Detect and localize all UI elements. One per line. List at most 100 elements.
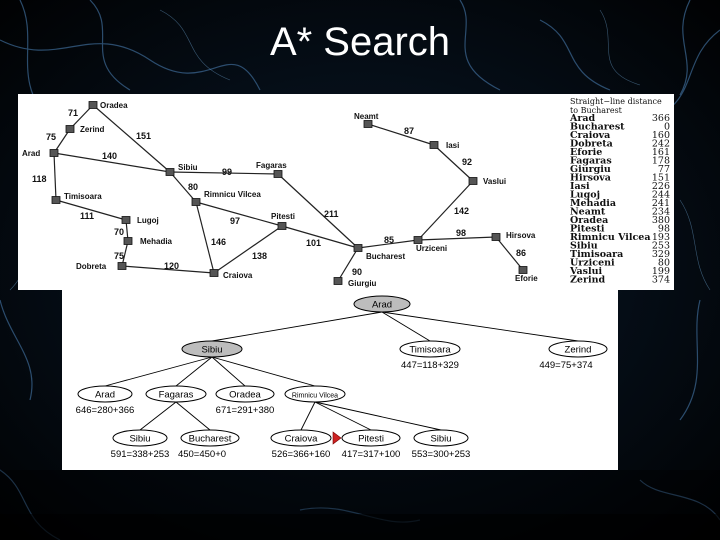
road-dobreta-craiova [121,265,215,274]
road-distance-label: 118 [32,174,47,184]
road-vaslui-urziceni [417,180,474,241]
table-city: Mehadia [570,198,616,209]
tree-node-label: Arad [95,389,115,400]
tree-node-f-value: 526=366+160 [272,449,331,460]
tree-node-ellipse [180,429,240,447]
tree-edge [314,401,442,431]
road-oradea-zerind [69,104,94,130]
tree-node-label: Arad [372,299,392,310]
tree-node-f-value: 671=291+380 [216,405,275,416]
road-craiova-pitesti [213,225,283,274]
slide-title: A* Search [269,20,451,64]
tree-node-label: Zerind [565,344,592,355]
table-distance: 329 [652,249,670,260]
city-marker-arad [49,149,59,157]
tree-node-craiova: Craiova 526=366+160 [270,429,332,460]
table-distance: 77 [658,164,670,175]
city-label-arad: Arad [22,149,40,158]
tree-node-label: Pitesti [358,433,384,444]
table-city: Oradea [570,215,608,226]
tree-edge [211,356,246,387]
city-label-iasi: Iasi [446,141,459,150]
road-fagaras-bucharest [277,173,359,249]
table-city: Timisoara [570,249,623,260]
table-title-line1: Straight−line distance [570,97,662,106]
next-expansion-marker-icon [332,431,342,445]
table-distance: 234 [652,207,670,218]
city-marker-urziceni [413,236,423,244]
city-label-craiova: Craiova [223,271,253,280]
table-distance: 0 [664,122,670,133]
city-marker-bucharest [353,244,363,252]
city-marker-craiova [209,269,219,277]
road-arad-sibiu [53,152,171,173]
road-urziceni-hirsova [417,236,497,241]
tree-node-label: Rimnicu Vilcea [292,392,338,399]
tree-node-ellipse [399,340,461,358]
city-label-lugoj: Lugoj [137,216,159,225]
tree-node-label: Bucharest [189,433,232,444]
table-city: Iasi [570,181,590,192]
road-distance-label: 97 [230,216,240,226]
tree-node-rimnicu: Rimnicu Vilcea [284,385,346,403]
tree-node-ellipse [270,429,332,447]
city-label-oradea: Oradea [100,101,128,110]
road-arad-timisoara [53,152,57,201]
road-distance-label: 92 [462,157,472,167]
city-marker-hirsova [491,233,501,241]
road-distance-label: 111 [80,211,94,221]
city-label-fagaras: Fagaras [256,161,287,170]
tree-node-f-value: 449=75+374 [539,360,592,371]
table-city: Hirsova [570,173,611,184]
table-city: Zerind [570,275,606,286]
tree-node-label: Oradea [229,389,261,400]
city-marker-mehadia [123,237,133,245]
city-label-sibiu: Sibiu [178,163,198,172]
road-neamt-iasi [367,123,435,146]
road-distance-label: 120 [164,261,179,271]
map-roads [53,104,524,282]
road-distance-label: 70 [114,227,124,237]
tree-edge [139,401,177,431]
tree-node-ellipse [77,385,133,403]
tree-edge [300,401,316,431]
tree-edge [211,356,316,387]
table-distance: 366 [652,113,670,124]
city-marker-fagaras [273,170,283,178]
road-distance-label: 86 [516,248,526,258]
tree-node-ellipse [181,340,243,358]
tree-node-ellipse [341,429,401,447]
tree-node-arad_root: Arad [353,295,411,313]
road-distance-label: 211 [324,209,339,219]
table-distance: 160 [652,130,670,141]
city-marker-eforie [518,266,528,274]
table-city: Craiova [570,130,610,141]
city-marker-dobreta [117,262,127,270]
city-marker-sibiu [165,168,175,176]
table-distance: 380 [652,215,670,226]
table-city: Rimnicu Vilcea [570,232,650,243]
table-distance: 226 [652,181,670,192]
table-city: Eforie [570,147,602,158]
road-bucharest-giurgiu [337,247,359,282]
tree-edge [104,356,213,387]
tree-node-ellipse [145,385,207,403]
road-distance-label: 75 [46,132,56,142]
city-marker-zerind [65,125,75,133]
table-distance: 98 [658,224,670,235]
road-distance-label: 85 [384,235,394,245]
tree-node-f-value: 417=317+100 [342,449,401,460]
tree-node-ellipse [353,295,411,313]
table-city: Dobreta [570,139,613,150]
tree-node-ellipse [413,429,469,447]
table-city: Urziceni [570,258,615,269]
table-distance: 161 [652,147,670,158]
road-pitesti-bucharest [281,225,359,249]
tree-node-label: Craiova [285,433,318,444]
table-city: Giurgiu [570,164,611,175]
road-zerind-arad [53,128,71,154]
